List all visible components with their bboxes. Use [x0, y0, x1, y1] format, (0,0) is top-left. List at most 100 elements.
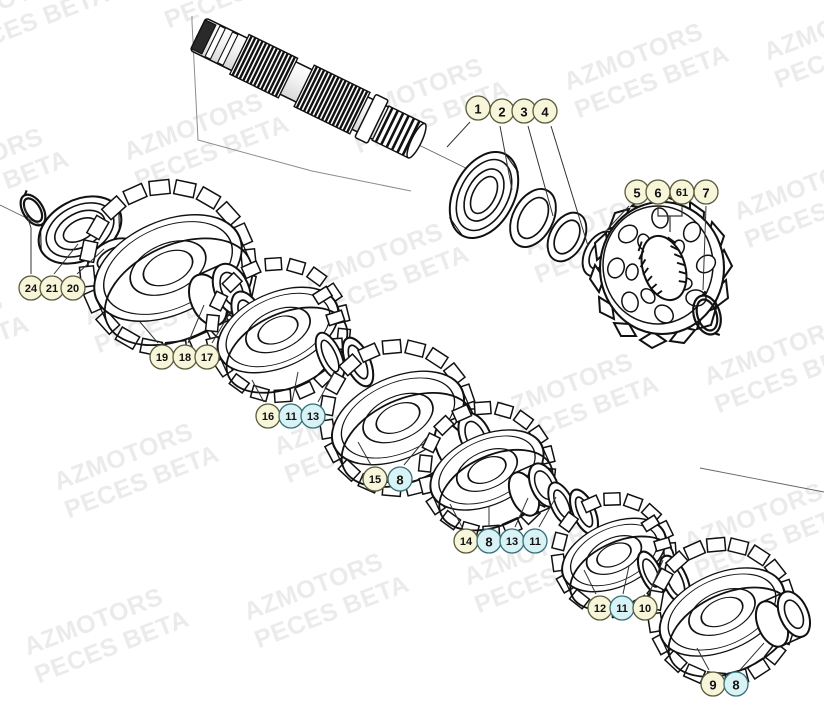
callout-leader-18 [187, 304, 205, 344]
callout-label: 11 [616, 603, 628, 615]
part-3-seal-ring [546, 211, 588, 263]
callout-leader-14 [449, 503, 463, 528]
callout-leader-12 [583, 569, 597, 595]
callout-17[interactable]: 17 [194, 344, 220, 370]
callout-label: 61 [676, 187, 688, 199]
callout-leader-1 [446, 121, 471, 148]
callout-label: 8 [732, 678, 739, 693]
part-8-bushing-3 [754, 590, 812, 648]
callout-circle [522, 528, 548, 554]
callout-label: 20 [67, 283, 79, 295]
callout-label: 9 [709, 678, 716, 693]
callout-13[interactable]: 13 [300, 403, 326, 429]
callout-label: 1 [474, 102, 481, 117]
part-1-main-bearing [448, 151, 520, 239]
callout-circle [300, 403, 326, 429]
callout-leader-24 [23, 205, 32, 274]
callout-2[interactable]: 2 [489, 98, 515, 124]
callout-label: 5 [633, 186, 640, 201]
callout-8[interactable]: 8 [476, 528, 502, 554]
callout-10[interactable]: 10 [632, 595, 658, 621]
callout-label: 13 [506, 536, 518, 548]
callout-circle [362, 466, 388, 492]
callout-11[interactable]: 11 [522, 528, 548, 554]
callout-14[interactable]: 14 [453, 528, 479, 554]
callout-9[interactable]: 9 [700, 671, 726, 697]
callout-circle [693, 179, 719, 205]
part-6-front-sprocket [588, 192, 734, 350]
callout-circle [60, 275, 86, 301]
callout-label: 7 [702, 186, 709, 201]
callout-leader-5 [603, 205, 630, 234]
callout-18[interactable]: 18 [172, 344, 198, 370]
callout-leader-11 [622, 565, 630, 595]
callout-label: 14 [460, 536, 473, 548]
callout-13[interactable]: 13 [499, 528, 525, 554]
callout-leader-3 [527, 125, 554, 217]
callout-label: 12 [594, 603, 606, 615]
callout-label: 8 [485, 535, 492, 550]
callout-leader-4 [550, 125, 589, 247]
callout-leader-lines [23, 121, 765, 671]
callout-8[interactable]: 8 [387, 466, 413, 492]
callout-leader-13 [317, 372, 335, 403]
callout-8[interactable]: 8 [723, 671, 749, 697]
detail-frame [191, 16, 412, 192]
callout-1[interactable]: 1 [465, 95, 491, 121]
callout-label: 21 [46, 283, 58, 295]
callout-label: 6 [654, 186, 661, 201]
callout-19[interactable]: 19 [149, 344, 175, 370]
callout-label: 18 [179, 352, 191, 364]
callout-21[interactable]: 21 [39, 275, 65, 301]
callout-label: 13 [307, 411, 319, 423]
callout-61[interactable]: 61 [669, 179, 695, 205]
callout-leader-9 [696, 647, 710, 671]
callout-11[interactable]: 11 [609, 595, 635, 621]
callout-leader-20 [76, 248, 105, 275]
callout-15[interactable]: 15 [362, 466, 388, 492]
callout-label: 15 [369, 474, 381, 486]
callout-12[interactable]: 12 [587, 595, 613, 621]
callout-label: 8 [396, 473, 403, 488]
callout-leader-13 [514, 497, 529, 528]
callout-leader-11 [291, 371, 299, 403]
callout-circle [723, 671, 749, 697]
callout-circle [194, 344, 220, 370]
callout-24[interactable]: 24 [18, 275, 44, 301]
callout-leader-16 [251, 379, 265, 403]
callout-circle [532, 98, 558, 124]
part-2-shim-washer [509, 188, 557, 248]
callout-leader-15 [357, 441, 372, 466]
callout-label: 17 [201, 352, 213, 364]
callout-7[interactable]: 7 [693, 179, 719, 205]
callout-leader-19 [139, 321, 159, 344]
callout-4[interactable]: 4 [532, 98, 558, 124]
callout-11[interactable]: 11 [278, 403, 304, 429]
callout-label: 16 [262, 411, 274, 423]
callout-bracket [657, 208, 683, 232]
callout-20[interactable]: 20 [60, 275, 86, 301]
callout-6[interactable]: 6 [645, 179, 671, 205]
callout-leader-8 [739, 642, 765, 671]
callout-leader-2 [499, 125, 513, 191]
callout-leader-21 [53, 243, 79, 275]
callout-label: 2 [498, 105, 505, 120]
callout-leader-11 [538, 496, 557, 528]
callout-circle [632, 595, 658, 621]
callout-label: 11 [285, 411, 297, 423]
callout-label: 19 [156, 352, 168, 364]
part-16-dog-gear [204, 256, 352, 404]
callout-leader-8 [403, 435, 429, 466]
callout-leader-17 [211, 310, 232, 344]
main-transmission-shaft [190, 18, 427, 159]
callout-label: 11 [529, 536, 541, 548]
callout-circle [387, 466, 413, 492]
callout-label: 24 [25, 283, 38, 295]
callout-label: 4 [541, 105, 549, 120]
callout-leader-7 [702, 205, 707, 291]
callout-16[interactable]: 16 [255, 403, 281, 429]
callout-label: 10 [639, 603, 651, 615]
